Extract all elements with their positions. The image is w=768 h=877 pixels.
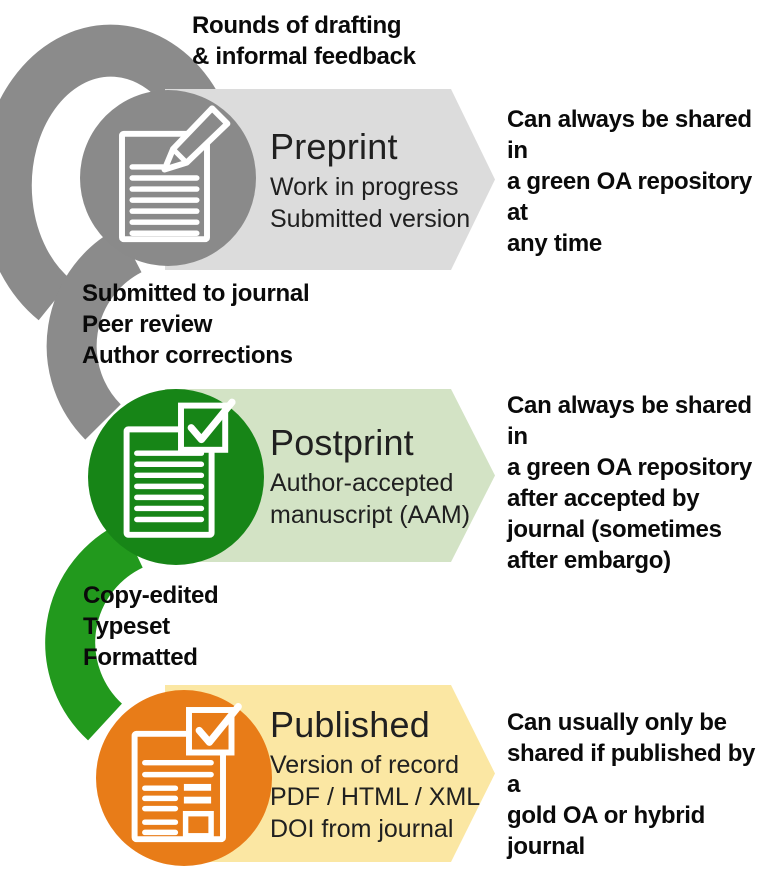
newspaper-checkmark-icon	[131, 703, 242, 843]
postprint-to-published-arrow	[45, 522, 144, 741]
published-sharing-note: Can usually only be shared if published …	[507, 709, 756, 860]
news-block	[183, 783, 212, 791]
published-subtitle: Version of record PDF / HTML / XML DOI f…	[270, 750, 481, 843]
pencil-glyph	[161, 105, 231, 173]
preprint-circle	[80, 90, 256, 266]
postprint-circle	[88, 389, 264, 565]
checkbox-glyph	[186, 707, 235, 756]
drafting-label: Rounds of drafting & informal feedback	[192, 12, 416, 70]
postprint-sharing-note: Can always be shared in a green OA repos…	[507, 392, 752, 574]
news-block	[183, 796, 212, 804]
production-steps-label: Copy-edited Typeset Formatted	[83, 582, 219, 671]
document-pencil-icon	[119, 105, 231, 243]
preprint-subtitle: Work in progress Submitted version	[270, 172, 471, 233]
document-checkmark-icon	[123, 398, 236, 538]
published-circle	[96, 690, 272, 866]
drafting-loop-arrow	[0, 24, 218, 321]
preprint-sharing-note: Can always be shared in a green OA repos…	[507, 106, 752, 257]
preprint-to-postprint-arrow	[46, 227, 143, 440]
postprint-subtitle: Author-accepted manuscript (AAM)	[270, 468, 471, 529]
preprint-title: Preprint	[270, 125, 398, 167]
postprint-title: Postprint	[270, 421, 414, 463]
submission-steps-label: Submitted to journal Peer review Author …	[82, 280, 310, 369]
published-title: Published	[270, 703, 430, 745]
